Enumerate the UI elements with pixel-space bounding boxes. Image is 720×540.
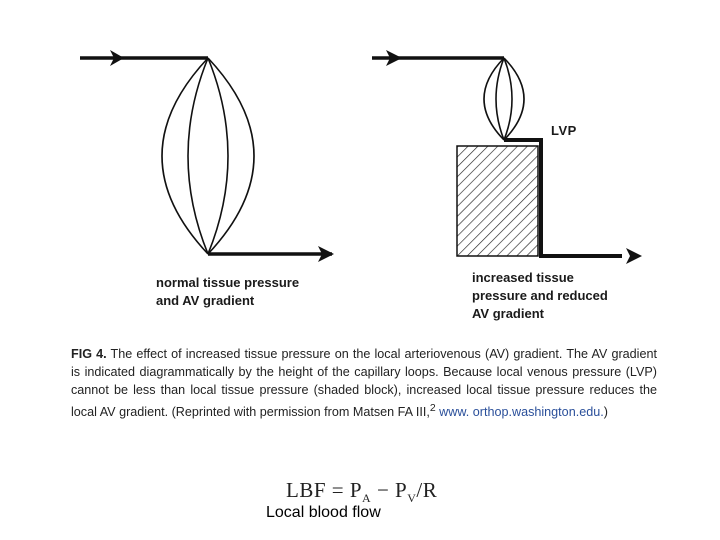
lvp-label: LVP <box>551 123 577 138</box>
caption-tail: ) <box>603 405 608 420</box>
local-venous-pressure-line <box>504 138 622 258</box>
formula-lhs: LBF = P <box>286 478 363 502</box>
capillary-diagram: LVP normal tissue pressure and AV gradie… <box>80 50 642 323</box>
source-url: www. orthop.washington.edu. <box>435 405 604 420</box>
left-capillary-loop-outer-left <box>161 57 209 255</box>
citation-superscript: 2 <box>429 402 436 414</box>
formula-sub-v: V <box>407 491 417 506</box>
capillary-diagram-svg <box>80 50 642 264</box>
left-capillary-loop-outer-right <box>207 57 255 255</box>
figure-caption-text: The effect of increased tissue pressure … <box>71 347 657 420</box>
local-blood-flow-label: Local blood flow <box>266 504 381 521</box>
left-capillary-loop-inner-right <box>207 57 229 255</box>
formula-sub-a: A <box>362 491 372 506</box>
increased-pressure-caption-line: pressure and reduced <box>472 288 608 303</box>
right-venous-arrowhead <box>626 248 642 264</box>
formula-minus: − P <box>371 478 408 502</box>
left-arterial-arrowhead <box>110 50 124 66</box>
normal-pressure-caption-line: normal tissue pressure <box>156 275 300 290</box>
increased-pressure-caption-line: increased tissue <box>472 270 574 285</box>
normal-pressure-caption: normal tissue pressure and AV gradient <box>156 274 299 310</box>
normal-pressure-caption-line: and AV gradient <box>156 293 255 308</box>
normal-pressure-panel <box>80 50 334 262</box>
right-capillary-loop-inner-right <box>503 57 513 141</box>
left-venous-arrowhead <box>318 246 334 262</box>
left-capillary-loop-inner-left <box>187 57 209 255</box>
increased-pressure-caption: increased tissue pressure and reduced AV… <box>472 269 608 323</box>
increased-pressure-panel <box>372 50 642 264</box>
right-capillary-loop-inner-left <box>495 57 505 141</box>
blood-flow-formula: LBF = PA − PV/R <box>286 478 437 506</box>
figure-caption: FIG 4. The effect of increased tissue pr… <box>71 345 657 421</box>
tissue-pressure-shaded-block <box>456 145 539 257</box>
figure-label: FIG 4. <box>71 347 107 361</box>
formula-tail: /R <box>416 478 438 502</box>
right-capillary-loop-outer-left <box>483 57 505 141</box>
right-arterial-arrowhead <box>386 50 402 66</box>
right-capillary-loop-outer-right <box>503 57 525 141</box>
increased-pressure-caption-line: AV gradient <box>472 306 544 321</box>
